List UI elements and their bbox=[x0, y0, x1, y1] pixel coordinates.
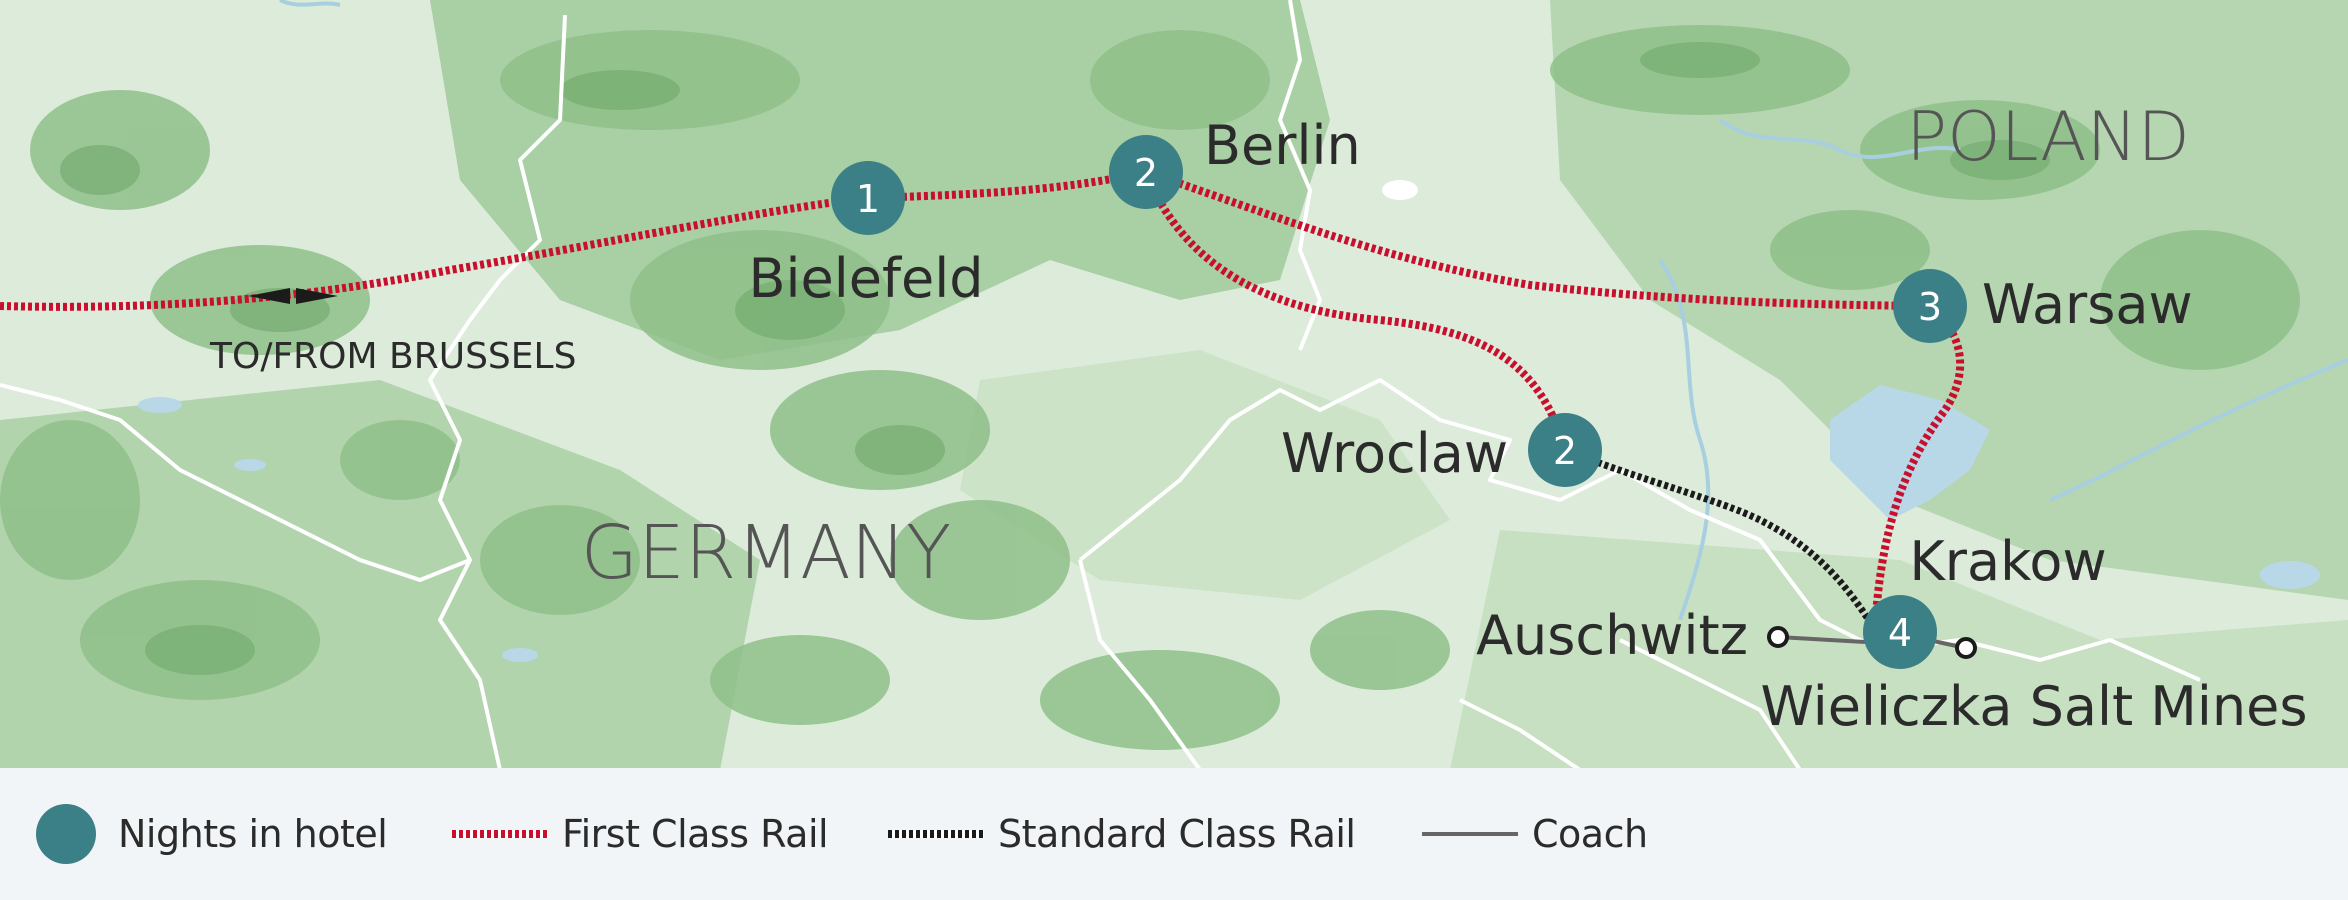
legend-item-standard-class: Standard Class Rail bbox=[888, 768, 1356, 900]
stop-marker bbox=[831, 161, 905, 235]
stop-nights-wroclaw: 2 bbox=[1553, 429, 1577, 473]
legend-label-standard-class: Standard Class Rail bbox=[998, 812, 1356, 856]
stop-nights-krakow: 4 bbox=[1888, 611, 1912, 655]
legend-label-coach: Coach bbox=[1532, 812, 1648, 856]
city-label-wieliczka: Wieliczka Salt Mines bbox=[1761, 675, 2308, 738]
city-label-warsaw: Warsaw bbox=[1982, 273, 2193, 336]
stop-nights-warsaw: 3 bbox=[1918, 285, 1942, 329]
borders bbox=[0, 0, 2201, 768]
stop-markers: 1 2 3 2 4 bbox=[831, 135, 1967, 669]
stop-wroclaw[interactable]: 2 bbox=[1528, 413, 1602, 487]
route-label-brussels: TO/FROM BRUSSELS bbox=[209, 336, 576, 377]
legend-label-first-class: First Class Rail bbox=[562, 812, 829, 856]
stop-marker bbox=[1893, 269, 1967, 343]
city-label-berlin: Berlin bbox=[1204, 114, 1361, 177]
rail-berlin-wroclaw bbox=[1142, 170, 1569, 452]
rail-warsaw-krakow bbox=[1871, 302, 1965, 631]
stop-marker bbox=[1863, 595, 1937, 669]
first-class-rail-icon bbox=[452, 830, 548, 838]
legend-item-nights: Nights in hotel bbox=[36, 768, 388, 900]
stop-nights-bielefeld: 1 bbox=[856, 177, 880, 221]
rivers bbox=[279, 0, 2348, 621]
stop-krakow[interactable]: 4 bbox=[1863, 595, 1937, 669]
stop-warsaw[interactable]: 3 bbox=[1893, 269, 1967, 343]
legend-item-first-class: First Class Rail bbox=[452, 768, 829, 900]
city-label-krakow: Krakow bbox=[1909, 530, 2106, 593]
country-label-poland: POLAND bbox=[1906, 98, 2190, 177]
rail-berlin-warsaw bbox=[1144, 168, 1931, 310]
water-bodies bbox=[138, 180, 2320, 662]
stop-marker bbox=[1109, 135, 1183, 209]
city-label-bielefeld: Bielefeld bbox=[748, 247, 983, 310]
brussels-arrow-marker bbox=[248, 288, 338, 304]
city-label-wroclaw: Wroclaw bbox=[1281, 422, 1508, 485]
country-label-germany: GERMANY bbox=[581, 510, 952, 596]
terrain-highlights bbox=[60, 42, 2050, 675]
route-map: 1 2 3 2 4 POLA bbox=[0, 0, 2348, 768]
coach-line-icon bbox=[1422, 832, 1518, 836]
city-label-auschwitz: Auschwitz bbox=[1476, 604, 1748, 667]
legend-item-coach: Coach bbox=[1422, 768, 1648, 900]
nights-marker-icon bbox=[36, 804, 96, 864]
map-legend: Nights in hotel First Class Rail Standar… bbox=[0, 768, 2348, 900]
stop-bielefeld[interactable]: 1 bbox=[831, 161, 905, 235]
stop-nights-berlin: 2 bbox=[1134, 151, 1158, 195]
stop-berlin[interactable]: 2 bbox=[1109, 135, 1183, 209]
stop-marker bbox=[1528, 413, 1602, 487]
standard-class-rail-icon bbox=[888, 830, 984, 838]
wieliczka-point bbox=[1955, 637, 1977, 659]
legend-label-nights: Nights in hotel bbox=[118, 812, 388, 856]
auschwitz-point bbox=[1767, 626, 1789, 648]
